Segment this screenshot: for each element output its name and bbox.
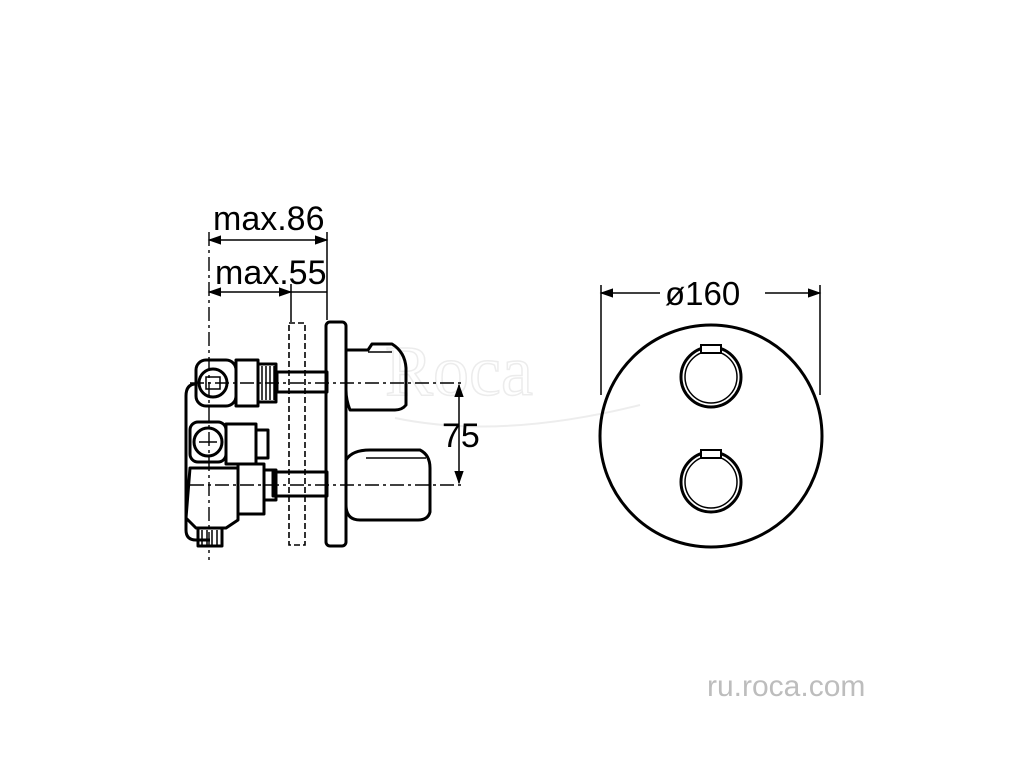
wall-outline — [288, 322, 306, 546]
handle-upper — [344, 342, 408, 412]
handle-lower — [344, 448, 432, 522]
handle-knob-upper — [679, 344, 743, 409]
handle-knob-lower — [679, 449, 743, 514]
dimension-max86-label: max.86 — [213, 200, 325, 238]
valve-body-lower — [184, 462, 278, 548]
spindle-lower — [271, 470, 329, 498]
body-outline-left — [184, 382, 210, 542]
dimension-max55-label: max.55 — [215, 254, 327, 292]
dimension-diameter-label: ø160 — [665, 275, 740, 312]
dimension-75-label: 75 — [442, 417, 480, 455]
cover-plate-front — [598, 323, 824, 549]
spindle-upper — [275, 370, 329, 394]
dimension-75: 75 — [442, 383, 480, 485]
cover-plate-side — [324, 320, 348, 548]
valve-body-middle — [188, 420, 270, 466]
front-view: ø160 — [598, 275, 824, 549]
site-url: ru.roca.com — [707, 670, 865, 703]
side-view: max.86 max.55 — [184, 200, 480, 560]
dimension-max86: max.86 — [207, 200, 329, 245]
dimension-max55: max.55 — [207, 254, 327, 297]
dimension-diameter: ø160 — [599, 275, 822, 395]
